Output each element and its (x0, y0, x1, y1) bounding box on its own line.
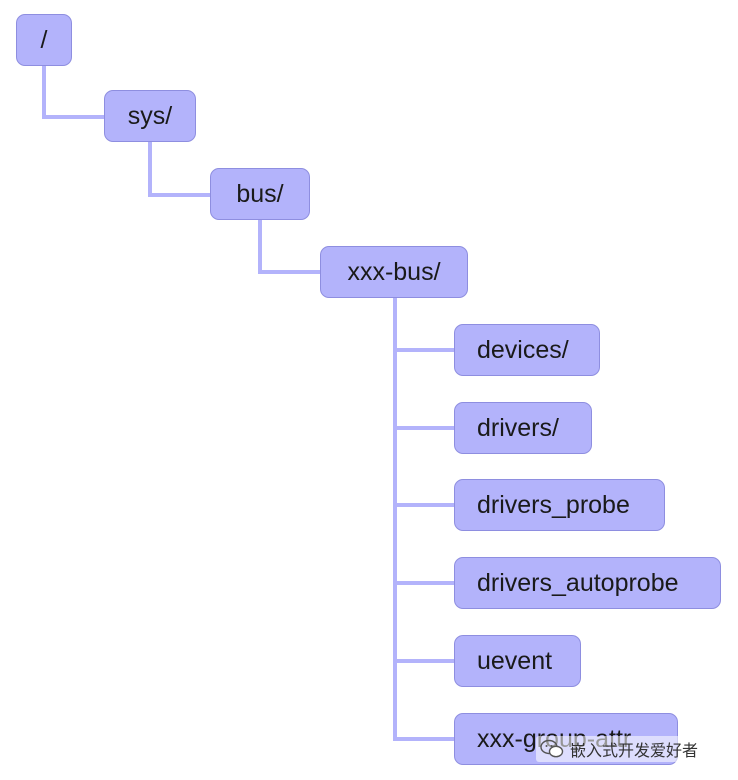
node-xxx-bus: xxx-bus/ (320, 246, 468, 298)
node-root-label: / (40, 25, 48, 54)
connector-root-sys (42, 64, 106, 119)
node-uevent: uevent (454, 635, 581, 687)
node-bus-label: bus/ (236, 179, 284, 208)
node-drivers-label: drivers/ (477, 413, 559, 442)
watermark-text: 嵌入式开发爱好者 (570, 741, 699, 760)
node-sys: sys/ (104, 90, 196, 142)
node-drivers-probe-label: drivers_probe (477, 490, 630, 519)
node-drivers-autoprobe-label: drivers_autoprobe (477, 568, 679, 597)
node-uevent-label: uevent (477, 646, 553, 675)
node-sys-label: sys/ (127, 101, 173, 130)
node-bus: bus/ (210, 168, 310, 220)
node-drivers: drivers/ (454, 402, 592, 454)
node-xxx-bus-label: xxx-bus/ (347, 257, 441, 286)
node-drivers-autoprobe: drivers_autoprobe (454, 557, 721, 609)
node-drivers-probe: drivers_probe (454, 479, 665, 531)
connector-sys-bus (148, 140, 212, 197)
wechat-icon (540, 739, 564, 758)
connector-bus-xxxbus (258, 218, 322, 274)
node-devices-label: devices/ (477, 335, 569, 364)
node-devices: devices/ (454, 324, 600, 376)
node-root: / (16, 14, 72, 66)
watermark: 嵌入式开发爱好者 (536, 736, 703, 762)
